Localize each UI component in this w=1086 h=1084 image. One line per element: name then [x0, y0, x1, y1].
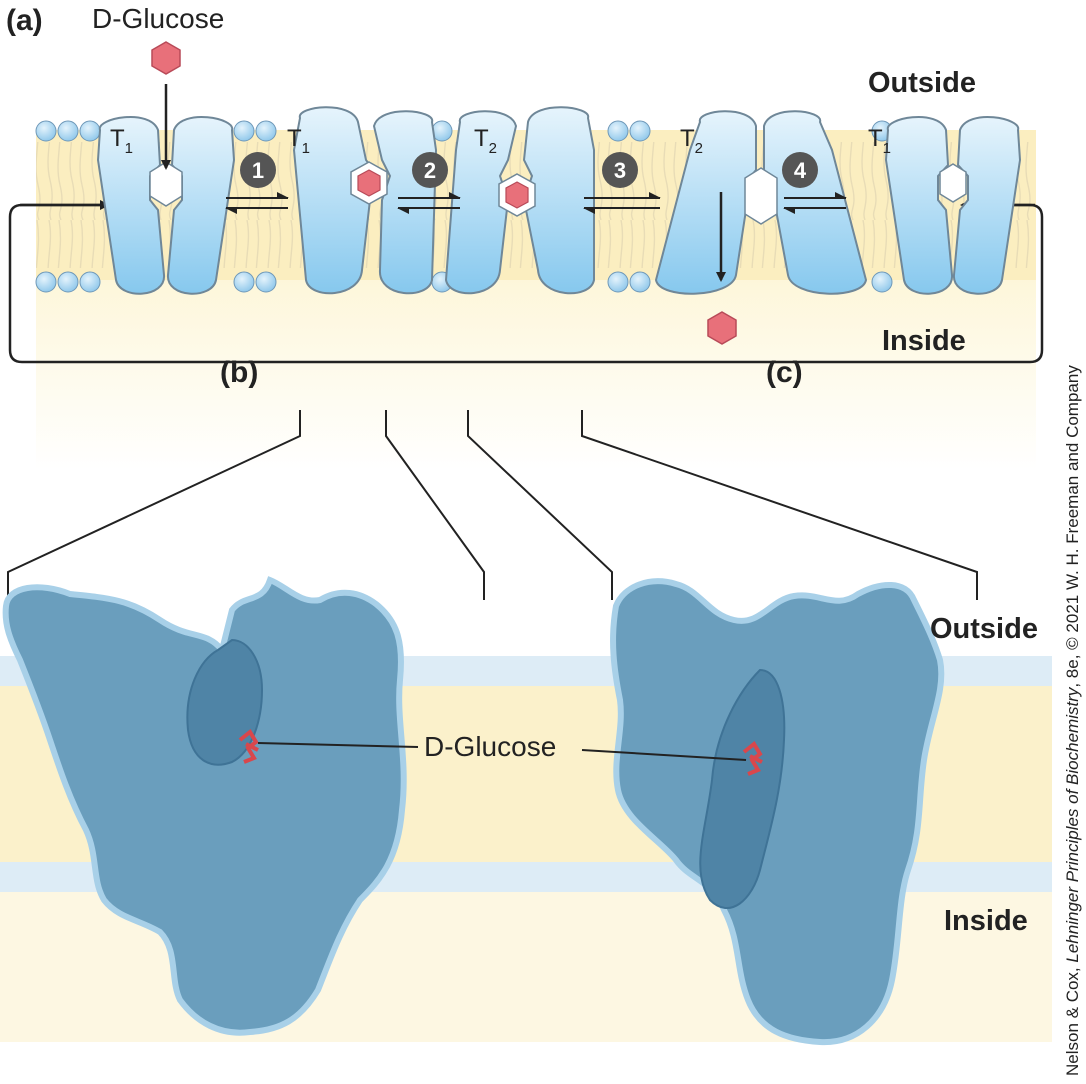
inside-region [36, 270, 1036, 470]
lipid-head [607, 271, 629, 293]
lipid-head [233, 120, 255, 142]
svg-text:4: 4 [794, 158, 807, 183]
step-2: 2 [397, 152, 461, 214]
panel-b-label: (b) [220, 356, 258, 389]
glucose-label-mid: D-Glucose [424, 731, 556, 762]
outside-label-top: Outside [868, 67, 976, 99]
protein-structures: (b) (c) D-Glucose Outside Inside [0, 356, 1052, 1046]
lipid-head [35, 271, 57, 293]
lipid-head [79, 271, 101, 293]
lipid-head [79, 120, 101, 142]
lipid-head [57, 271, 79, 293]
protein-surface-b [2, 576, 407, 1036]
panel-a-label: (a) [6, 4, 43, 37]
lipid-head [255, 120, 277, 142]
lipid-head [255, 271, 277, 293]
transporter-label: T1 [110, 125, 133, 157]
zoom-connectors [7, 410, 978, 600]
step-4: 4 [782, 152, 847, 214]
lipid-head [607, 120, 629, 142]
panel-a: (a) [6, 3, 1044, 470]
svg-text:1: 1 [252, 158, 264, 183]
glucose-label-top: D-Glucose [92, 3, 224, 34]
inside-label-bottom: Inside [944, 905, 1028, 937]
step-1: 1 [225, 152, 289, 214]
lipid-head [35, 120, 57, 142]
lipid-heads-inner [35, 271, 893, 293]
cycle-loop [8, 203, 1044, 364]
svg-text:2: 2 [424, 158, 436, 183]
transporter-label: T1 [287, 125, 310, 157]
transporter-labels: T1 T1 T2 T2 T1 [110, 125, 891, 157]
transporter-t1-empty [884, 116, 1022, 295]
protein-surface-c [610, 578, 945, 1046]
transporter-t2-bound [444, 106, 595, 295]
lipid-head [233, 271, 255, 293]
transporter-label: T2 [680, 125, 703, 157]
lipid-head [57, 120, 79, 142]
transporter-label: T1 [868, 125, 891, 157]
copyright-credit: Nelson & Cox, Lehninger Principles of Bi… [1063, 365, 1082, 1076]
glucose-molecule-bound-t1 [350, 161, 388, 205]
step-3: 3 [583, 152, 661, 214]
lipid-head [629, 271, 651, 293]
lipid-head [629, 120, 651, 142]
glucose-molecule-inside [707, 311, 737, 345]
outside-label-bottom: Outside [930, 613, 1038, 645]
lipid-head [871, 271, 893, 293]
panel-c-label: (c) [766, 356, 803, 389]
glucose-pointer-b [257, 742, 419, 748]
transporter-t1-outward [96, 116, 236, 295]
glucose-molecule-bound-t2 [498, 173, 536, 217]
glucose-molecule-outside [151, 41, 181, 75]
inside-label-top: Inside [882, 325, 966, 357]
transporter-label: T2 [474, 125, 497, 157]
svg-text:3: 3 [614, 158, 626, 183]
glucose-pointer-c [581, 749, 747, 761]
